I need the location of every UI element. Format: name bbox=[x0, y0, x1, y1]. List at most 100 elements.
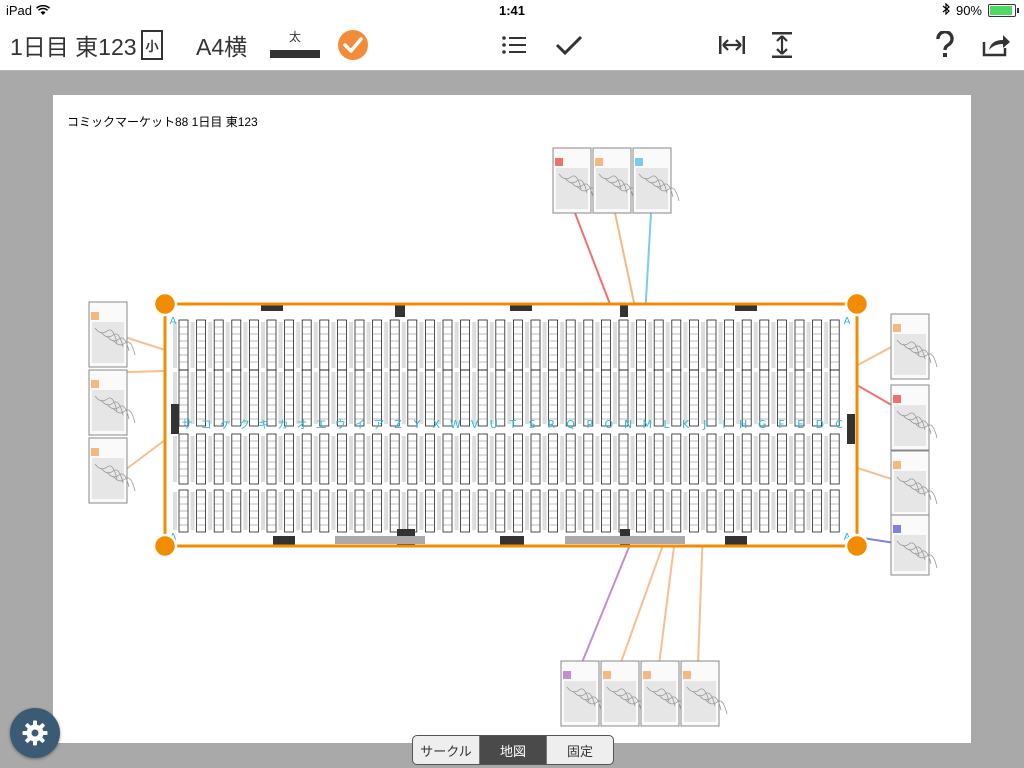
list-button[interactable] bbox=[502, 20, 526, 70]
cut-sketch-line bbox=[106, 403, 130, 420]
booth-column bbox=[266, 433, 277, 485]
booth-column bbox=[812, 433, 822, 485]
aisle-label: W bbox=[450, 418, 461, 431]
check-button[interactable] bbox=[555, 20, 583, 70]
cut-sketch-line bbox=[106, 471, 130, 488]
circle-cut-thumbnail[interactable] bbox=[600, 660, 648, 727]
aisle-label: N bbox=[624, 418, 632, 431]
cut-sketch-line bbox=[698, 694, 722, 711]
aisle-label: オ bbox=[297, 418, 308, 431]
booth-numbers bbox=[366, 322, 371, 368]
cut-color-mark bbox=[635, 158, 643, 166]
booth-numbers bbox=[366, 492, 371, 530]
hall-structure bbox=[735, 305, 757, 311]
aisle-label: C bbox=[835, 418, 843, 431]
booth-numbers bbox=[419, 372, 424, 424]
circle-cut-thumbnail[interactable] bbox=[88, 437, 136, 504]
cut-illustration bbox=[636, 168, 668, 209]
booth-numbers bbox=[525, 322, 529, 368]
circle-cut-thumbnail[interactable] bbox=[890, 514, 938, 576]
resize-handle[interactable] bbox=[844, 533, 870, 559]
aisle-label: カ bbox=[277, 418, 288, 431]
booth-numbers bbox=[261, 492, 265, 530]
leader-line bbox=[124, 439, 166, 471]
fit-height-button[interactable] bbox=[770, 20, 794, 70]
segment-fixed[interactable]: 固定 bbox=[566, 743, 593, 759]
circle-cut-thumbnail[interactable] bbox=[88, 301, 136, 368]
clock: 1:41 bbox=[498, 3, 526, 18]
booth-numbers bbox=[665, 492, 670, 530]
cut-illustration bbox=[644, 681, 676, 722]
circle-cut-thumbnail[interactable] bbox=[640, 660, 688, 727]
booth-numbers bbox=[489, 372, 494, 424]
booth-numbers bbox=[489, 436, 494, 482]
paper-size-selector[interactable]: A4横 bbox=[196, 20, 247, 70]
cut-sketch-line bbox=[902, 544, 926, 561]
aisle-label: イ bbox=[354, 418, 365, 431]
cut-sketch-line bbox=[908, 548, 932, 565]
fit-width-button[interactable] bbox=[718, 20, 746, 70]
booth-column bbox=[794, 433, 805, 485]
booth-column bbox=[301, 433, 312, 485]
booth-numbers bbox=[789, 492, 793, 530]
circle-cut-thumbnail[interactable] bbox=[560, 660, 608, 727]
booth-numbers bbox=[665, 436, 670, 482]
booth-numbers bbox=[753, 322, 758, 368]
circle-cut-group bbox=[890, 313, 938, 380]
settings-button[interactable] bbox=[10, 708, 60, 758]
line-weight-selector[interactable]: 太 bbox=[270, 20, 320, 70]
day-hall-label: 1日目 東123 bbox=[10, 34, 137, 60]
cut-sketch-line bbox=[598, 173, 622, 190]
booth-numbers bbox=[542, 322, 547, 368]
size-toggle-button[interactable]: 小 bbox=[141, 20, 163, 70]
aisle-label: M bbox=[642, 418, 652, 431]
booth-numbers bbox=[630, 492, 635, 530]
circle-cut-thumbnail[interactable] bbox=[890, 384, 938, 451]
cut-sketch-line bbox=[604, 177, 628, 194]
circle-cut-thumbnail[interactable] bbox=[890, 313, 938, 380]
booth-numbers bbox=[824, 492, 829, 530]
circle-cut-thumbnail[interactable] bbox=[88, 369, 136, 436]
aisle-label: Y bbox=[413, 418, 421, 431]
cut-sketch-line bbox=[896, 339, 920, 356]
booth-numbers bbox=[806, 372, 811, 424]
booth-numbers bbox=[384, 492, 389, 530]
booth-numbers bbox=[806, 492, 811, 530]
resize-handle[interactable] bbox=[152, 291, 178, 317]
resize-handle[interactable] bbox=[844, 291, 870, 317]
booth-numbers bbox=[613, 372, 617, 424]
cut-sketch-line bbox=[558, 173, 582, 190]
cut-illustration bbox=[92, 390, 124, 431]
booth-numbers bbox=[701, 436, 705, 482]
booth-numbers bbox=[753, 492, 758, 530]
circle-cut-thumbnail[interactable] bbox=[680, 660, 728, 727]
cut-color-mark bbox=[893, 461, 901, 469]
list-icon bbox=[502, 36, 526, 54]
color-check-button[interactable] bbox=[338, 20, 368, 70]
orange-check-icon bbox=[338, 30, 368, 60]
hall-map: サコケクキカオエウイアZYXWVUTSRQPONMLKJIHGFEDCAAAA bbox=[88, 147, 938, 727]
cut-sketch-line bbox=[94, 463, 118, 480]
cut-sketch-line bbox=[94, 327, 118, 344]
booth-numbers bbox=[630, 372, 635, 424]
booth-column bbox=[424, 433, 435, 485]
day-hall-selector[interactable]: 1日目 東123 bbox=[10, 20, 137, 70]
circle-cut-thumbnail[interactable] bbox=[592, 147, 640, 214]
booth-numbers bbox=[613, 436, 617, 482]
booth-numbers bbox=[349, 492, 353, 530]
booth-numbers bbox=[208, 436, 213, 482]
cut-sketch-line bbox=[914, 422, 938, 439]
booth-numbers bbox=[313, 372, 318, 424]
cut-sketch-line bbox=[902, 343, 926, 360]
share-button[interactable] bbox=[981, 20, 1011, 70]
resize-handle[interactable] bbox=[152, 533, 178, 559]
booth-numbers bbox=[401, 492, 406, 530]
booth-column bbox=[706, 433, 717, 485]
segment-circle[interactable]: サークル bbox=[413, 736, 480, 764]
segment-map[interactable]: 地図 bbox=[480, 736, 547, 764]
circle-cut-thumbnail[interactable] bbox=[552, 147, 600, 214]
booth-numbers bbox=[437, 436, 441, 482]
circle-cut-thumbnail[interactable] bbox=[632, 147, 680, 214]
help-button[interactable] bbox=[934, 20, 956, 70]
circle-cut-thumbnail[interactable] bbox=[890, 450, 938, 517]
